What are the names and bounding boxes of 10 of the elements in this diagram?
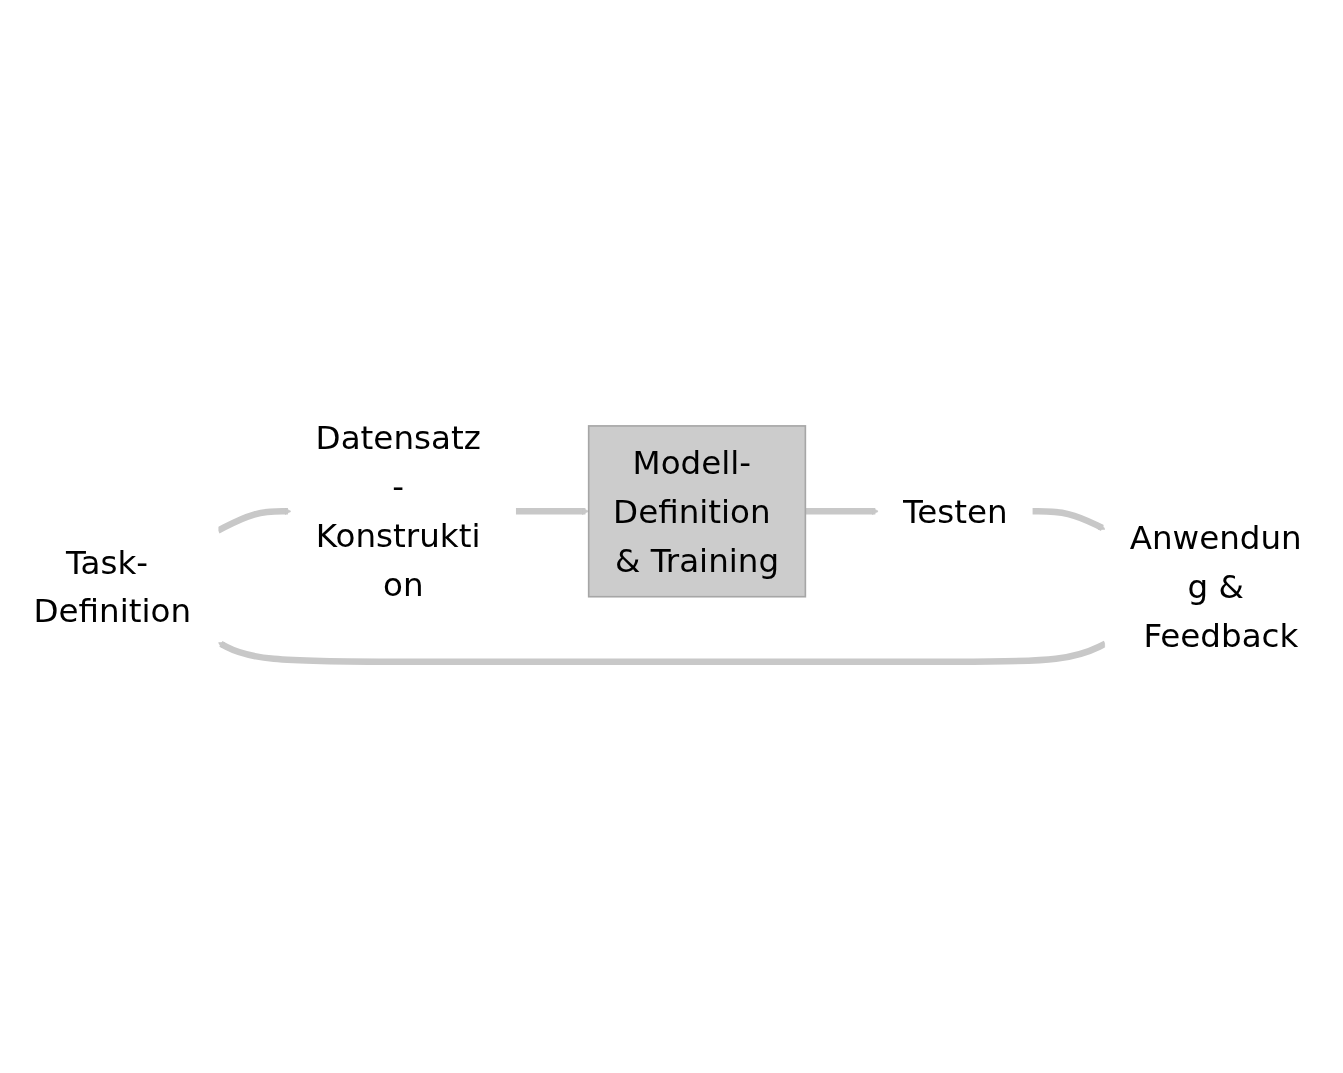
node-text: Datensatz - Konstrukti on <box>315 419 481 603</box>
arrow <box>216 507 292 534</box>
node-text: Testen <box>902 492 1008 530</box>
node-box: Modell- Definition & Training <box>587 424 807 598</box>
arrow <box>805 507 879 515</box>
node-text: Anwendun g & Feedback <box>1129 518 1302 654</box>
arrow <box>1032 507 1106 531</box>
node-text: Task- Definition <box>33 543 192 630</box>
arrow <box>217 640 1107 665</box>
arrow <box>515 507 589 515</box>
